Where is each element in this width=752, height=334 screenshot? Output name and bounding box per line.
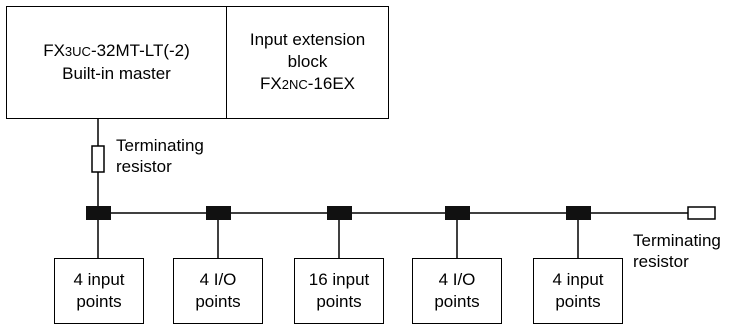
master-model-label: FX3UC-32MT-LT(-2) [43, 41, 190, 60]
terminating-resistor-right [687, 206, 716, 220]
bus-connector [86, 206, 111, 220]
slave-block-2: 4 I/O points [173, 258, 263, 324]
bus-connector [566, 206, 591, 220]
bus-connector [327, 206, 352, 220]
master-block: FX3UC-32MT-LT(-2) Built-in master [6, 6, 227, 119]
extension-title-line2: block [287, 52, 328, 71]
slave-block-5: 4 input points [533, 258, 623, 324]
slave-block-3: 16 input points [294, 258, 384, 324]
bus-connector [206, 206, 231, 220]
terminating-resistor-right-label: Terminating resistor [633, 231, 721, 271]
slave-block-1: 4 input points [54, 258, 144, 324]
slave-block-4: 4 I/O points [412, 258, 502, 324]
bus-connector [445, 206, 470, 220]
master-role-label: Built-in master [62, 64, 171, 83]
terminating-resistor-top [91, 145, 105, 173]
extension-model-label: FX2NC-16EX [260, 74, 355, 93]
terminating-resistor-top-label: Terminating resistor [116, 136, 204, 176]
extension-title-line1: Input extension [249, 30, 366, 49]
extension-block: Input extension block FX2NC-16EX [226, 6, 389, 119]
